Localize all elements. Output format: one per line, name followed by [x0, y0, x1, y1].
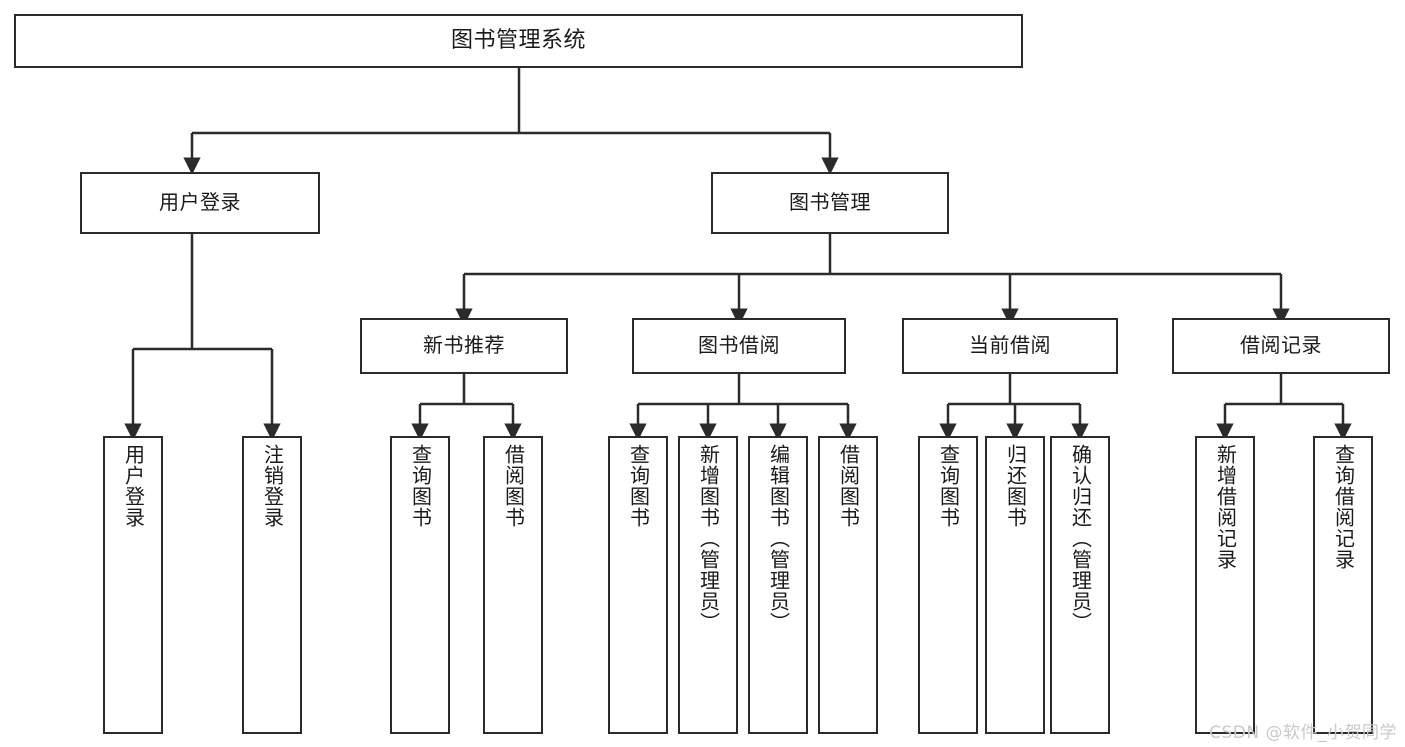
node-label: 查询图书 [936, 444, 961, 528]
node-label: 查询图书 [408, 444, 433, 528]
leaf-borrow-book-1[interactable]: 借阅图书 [483, 436, 543, 734]
leaf-add-record[interactable]: 新增借阅记录 [1195, 436, 1255, 734]
leaf-confirm-return[interactable]: 确认归还（管理员） [1050, 436, 1110, 734]
node-label: 借阅图书 [501, 444, 526, 528]
node-label: 查询图书 [626, 444, 651, 528]
node-new-book-recommend[interactable]: 新书推荐 [360, 318, 568, 374]
node-current-borrow[interactable]: 当前借阅 [902, 318, 1118, 374]
node-borrow-record[interactable]: 借阅记录 [1172, 318, 1390, 374]
node-user-login[interactable]: 用户登录 [80, 172, 320, 234]
node-label: 图书管理系统 [450, 28, 586, 54]
node-label: 新书推荐 [423, 333, 505, 358]
leaf-query-book-1[interactable]: 查询图书 [390, 436, 450, 734]
node-label: 归还图书 [1003, 444, 1028, 528]
leaf-edit-book[interactable]: 编辑图书（管理员） [748, 436, 808, 734]
leaf-return-book[interactable]: 归还图书 [985, 436, 1045, 734]
leaf-user-login[interactable]: 用户登录 [103, 436, 163, 734]
node-label: 当前借阅 [969, 333, 1051, 358]
leaf-add-book[interactable]: 新增图书（管理员） [678, 436, 738, 734]
node-label: 新增借阅记录 [1213, 444, 1238, 570]
leaf-borrow-book-2[interactable]: 借阅图书 [818, 436, 878, 734]
node-label: 编辑图书（管理员） [766, 444, 791, 633]
node-label: 借阅图书 [836, 444, 861, 528]
node-label: 注销登录 [260, 444, 285, 528]
node-label: 用户登录 [121, 444, 146, 528]
node-label: 用户登录 [159, 190, 241, 215]
node-label: 借阅记录 [1240, 333, 1322, 358]
node-label: 查询借阅记录 [1331, 444, 1356, 570]
node-book-management-system[interactable]: 图书管理系统 [14, 14, 1023, 68]
node-label: 图书借阅 [698, 333, 780, 358]
node-book-borrow[interactable]: 图书借阅 [632, 318, 846, 374]
csdn-watermark: CSDN @软件_小贺同学 [1209, 723, 1397, 743]
node-label: 确认归还（管理员） [1068, 444, 1093, 633]
leaf-query-book-3[interactable]: 查询图书 [918, 436, 978, 734]
leaf-query-record[interactable]: 查询借阅记录 [1313, 436, 1373, 734]
node-book-management[interactable]: 图书管理 [711, 172, 949, 234]
leaf-query-book-2[interactable]: 查询图书 [608, 436, 668, 734]
node-label: 新增图书（管理员） [696, 444, 721, 633]
leaf-logout[interactable]: 注销登录 [242, 436, 302, 734]
node-label: 图书管理 [789, 190, 871, 215]
